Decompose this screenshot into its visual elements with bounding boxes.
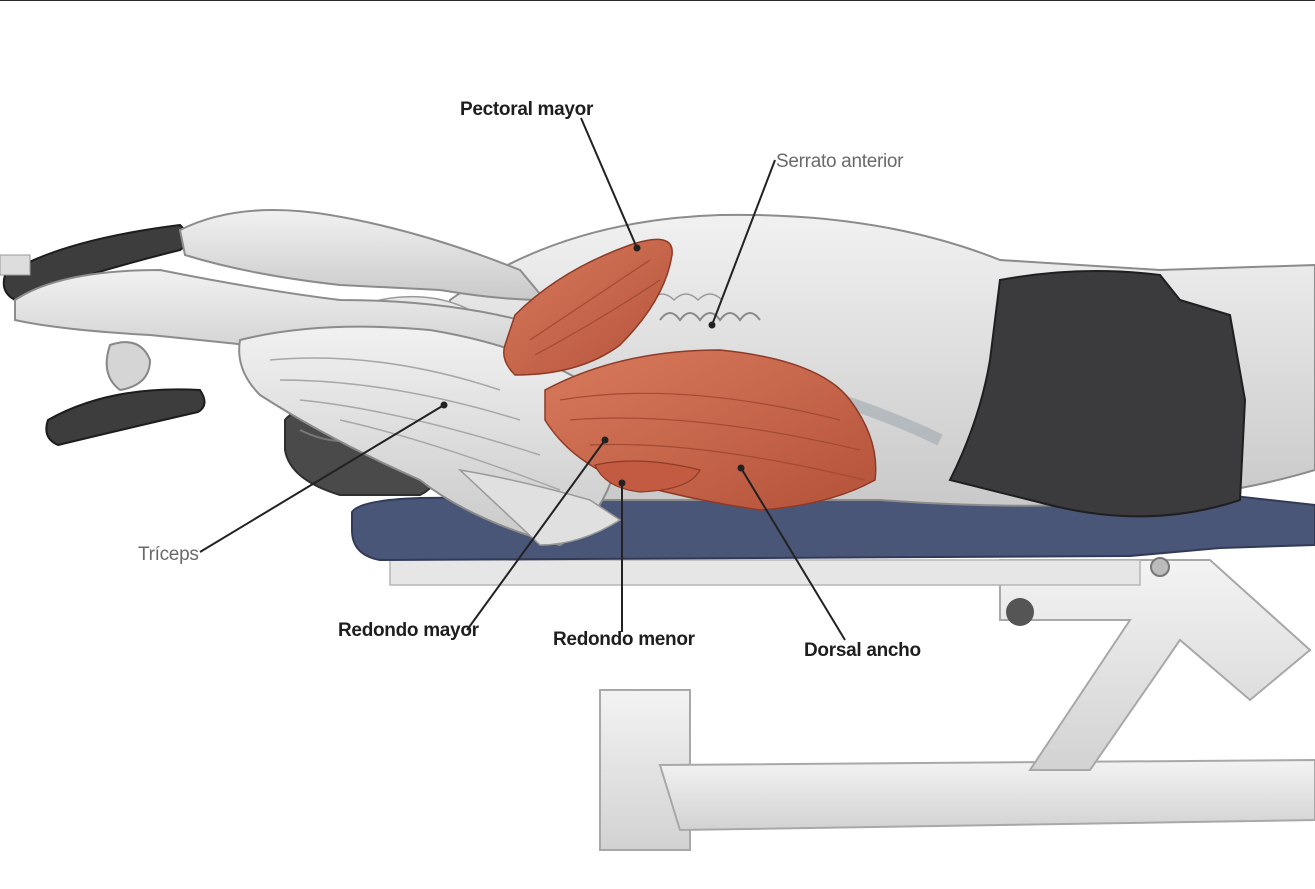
label-triceps: Tríceps	[138, 544, 199, 565]
label-redondo-menor: Redondo menor	[553, 629, 695, 650]
arms	[14, 209, 622, 547]
shorts	[948, 270, 1247, 518]
label-pectoral-mayor: Pectoral mayor	[460, 99, 594, 120]
leader-lines	[199, 117, 846, 641]
bench-frame	[389, 557, 1315, 851]
label-serrato-anterior: Serrato anterior	[776, 151, 904, 172]
label-dorsal-ancho: Dorsal ancho	[804, 640, 921, 661]
highlighted-muscles	[503, 238, 877, 511]
adjustment-knob-icon	[1006, 598, 1034, 626]
top-border-rule	[0, 0, 1315, 1]
label-redondo-mayor: Redondo mayor	[338, 620, 479, 641]
dumbbell-plate-icon	[0, 223, 206, 447]
pivot-bolt-icon	[1150, 557, 1170, 577]
leader-dots	[440, 244, 745, 487]
